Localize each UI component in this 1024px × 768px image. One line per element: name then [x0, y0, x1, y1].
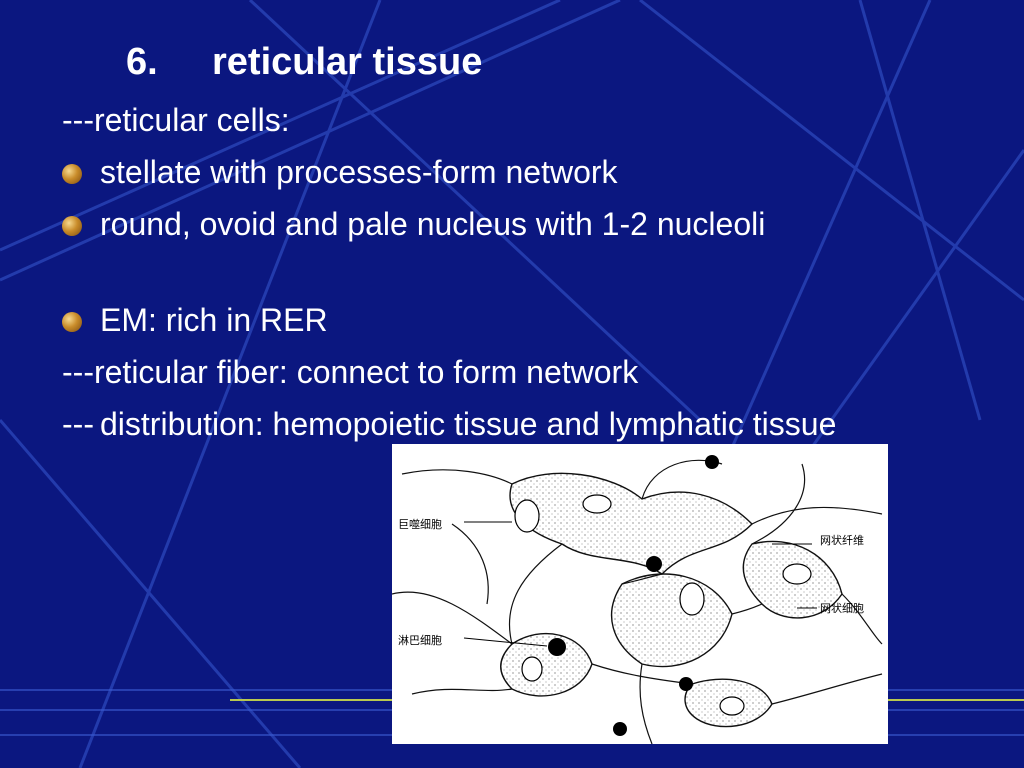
distribution-dash: ---: [62, 406, 94, 442]
reticular-cells-heading: ---reticular cells:: [62, 102, 290, 138]
title-text: reticular tissue: [212, 41, 483, 83]
bullet-item-2: round, ovoid and pale nucleus with 1-2 n…: [62, 204, 912, 244]
bullet-text: round, ovoid and pale nucleus with 1-2 n…: [100, 206, 766, 242]
slide-title: 6. reticular tissue: [126, 38, 482, 86]
label-reticular-cell: 网状细胞: [820, 602, 864, 615]
label-lymphocyte: 淋巴细胞: [398, 634, 442, 647]
bullet-item-3: EM: rich in RER: [62, 300, 912, 340]
distribution-line: --- distribution: hemopoietic tissue and…: [62, 404, 912, 444]
bullet-text: stellate with processes-form network: [100, 154, 618, 190]
reticular-tissue-drawing: [392, 455, 883, 744]
bullet-dot-icon: [62, 312, 82, 332]
label-macrophage: 巨噬细胞: [398, 518, 442, 531]
bullet-text: EM: rich in RER: [100, 302, 328, 338]
title-number: 6.: [126, 41, 158, 83]
label-reticular-fiber: 网状纤维: [820, 534, 864, 547]
bullet-item-1: stellate with processes-form network: [62, 152, 912, 192]
reticular-tissue-figure: 巨噬细胞 网状纤维 网状细胞 淋巴细胞: [392, 444, 888, 744]
reticular-fiber-line: ---reticular fiber: connect to form netw…: [62, 354, 639, 390]
bullet-dot-icon: [62, 164, 82, 184]
bullet-dot-icon: [62, 216, 82, 236]
distribution-text: distribution: hemopoietic tissue and lym…: [100, 406, 837, 442]
